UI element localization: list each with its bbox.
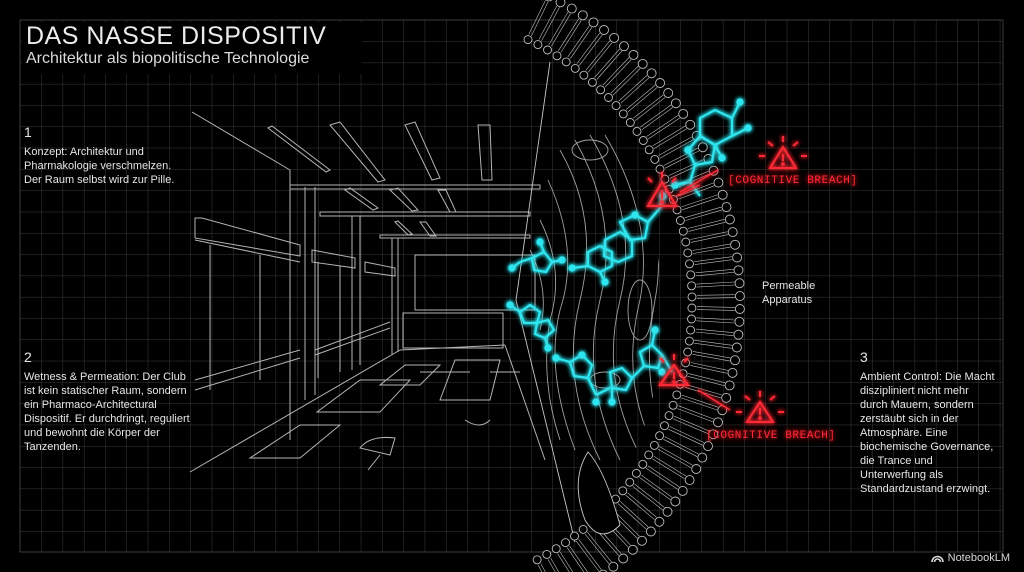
section-1: 1 Konzept: Architektur und Pharmakologie… bbox=[24, 125, 184, 187]
section-number: 2 bbox=[24, 349, 32, 365]
warning-triangle-icon bbox=[658, 354, 731, 411]
molecule-bottom bbox=[552, 326, 673, 406]
warning-triangle-icon bbox=[759, 136, 807, 169]
section-3: 3 Ambient Control: Die Macht disziplinie… bbox=[860, 350, 995, 496]
section-2: 2 Wetness & Permeation: Der Club ist kei… bbox=[24, 350, 192, 454]
brand-label: NotebookLM bbox=[947, 552, 1010, 564]
warning-triangle-icon bbox=[646, 169, 719, 207]
cognitive-breach-label: [COGNITIVE BREACH] bbox=[728, 175, 858, 187]
phospholipid-membrane-arc bbox=[515, 0, 745, 572]
molecule-top bbox=[671, 98, 752, 197]
notebooklm-brand: NotebookLM bbox=[930, 552, 1010, 564]
neurotransmitter-molecules bbox=[506, 98, 752, 406]
notebooklm-logo-icon bbox=[930, 555, 944, 563]
warning-triangle-icon bbox=[736, 391, 784, 423]
molecule-left bbox=[508, 238, 566, 274]
section-text: Konzept: Architektur und Pharmakologie v… bbox=[24, 146, 175, 186]
section-text: Ambient Control: Die Macht diszipliniert… bbox=[860, 371, 995, 495]
cognitive-breach-label: [COGNITIVE BREACH] bbox=[706, 430, 836, 442]
section-number: 1 bbox=[24, 124, 32, 140]
club-interior-wireframe bbox=[189, 111, 546, 473]
molecule-lower-left bbox=[506, 301, 556, 352]
membrane-label: Permeable Apparatus bbox=[762, 280, 816, 306]
section-number: 3 bbox=[860, 349, 868, 365]
page-title: DAS NASSE DISPOSITIV bbox=[26, 22, 327, 50]
section-text: Wetness & Permeation: Der Club ist kein … bbox=[24, 371, 190, 453]
grid-background bbox=[19, 19, 1004, 553]
breach-alerts bbox=[646, 136, 807, 423]
page-subtitle: Architektur als biopolitische Technologi… bbox=[26, 50, 310, 67]
molecule-middle bbox=[568, 192, 667, 286]
